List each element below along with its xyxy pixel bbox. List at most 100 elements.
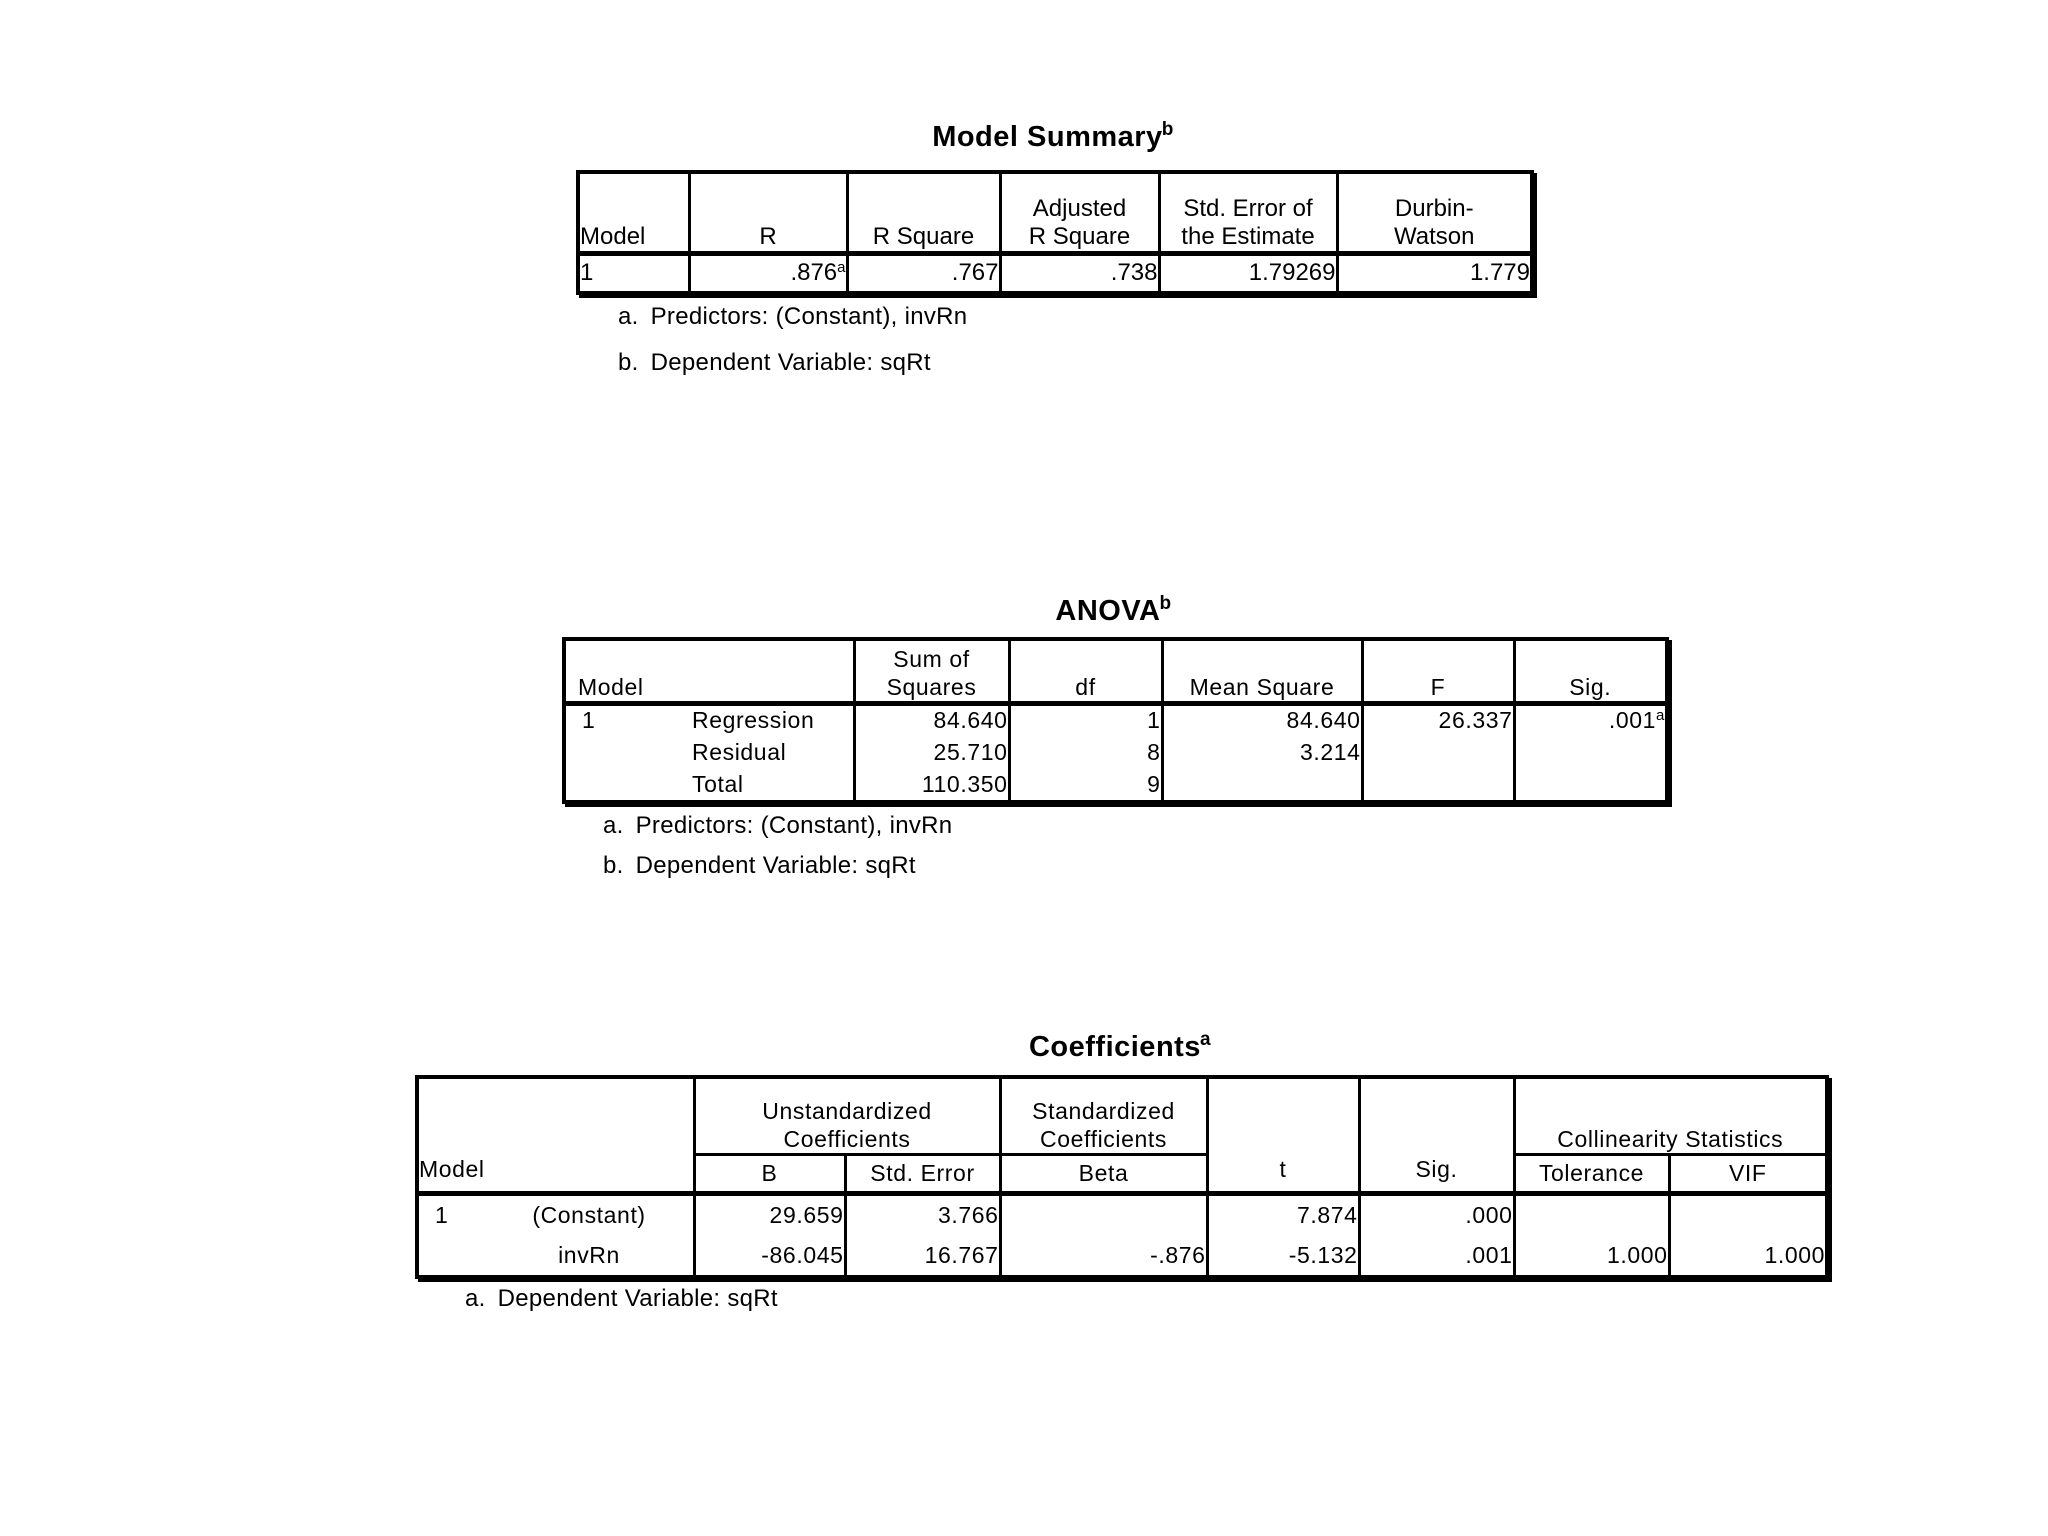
cell-model-number: 1 xyxy=(580,259,594,287)
column-header-sig: Sig. xyxy=(1357,1077,1515,1196)
coefficients-row-invrn: invRn -86.045 16.767 -.876 -5.132 .001 1… xyxy=(417,1235,1828,1277)
footnote-a: a.Dependent Variable: sqRt xyxy=(465,1285,778,1312)
cell-t: -5.132 xyxy=(1205,1235,1360,1277)
cell-mean-square: 3.214 xyxy=(1160,736,1362,769)
cell-beta: -.876 xyxy=(998,1235,1208,1277)
anova-footnotes: a.Predictors: (Constant), invRn b.Depend… xyxy=(603,812,952,880)
footnote-b: b.Dependent Variable: sqRt xyxy=(603,852,916,879)
cell-adjusted-r-square: .738 xyxy=(998,253,1159,293)
cell-row-label: Regression xyxy=(692,707,815,734)
column-header-r-square: R Square xyxy=(845,172,1000,256)
cell-sum-of-squares: 84.640 xyxy=(852,703,1009,736)
cell-vif xyxy=(1667,1193,1828,1235)
cell-row-label: invRn xyxy=(558,1241,620,1268)
footnote-a: a.Predictors: (Constant), invRn xyxy=(603,812,953,839)
cell-tolerance xyxy=(1512,1193,1670,1235)
cell-df: 9 xyxy=(1007,769,1162,802)
cell-model-label: invRn xyxy=(417,1235,694,1277)
column-group-standardized: Standardized Coefficients xyxy=(998,1077,1208,1156)
anova-title-superscript: b xyxy=(1159,593,1172,614)
cell-model-number: 1 xyxy=(582,707,596,734)
anova-title-text: ANOVA xyxy=(1055,595,1161,627)
column-header-df: df xyxy=(1007,639,1162,706)
cell-sig: .001 xyxy=(1357,1235,1515,1277)
column-header-tolerance: Tolerance xyxy=(1512,1154,1670,1196)
cell-f: 26.337 xyxy=(1360,703,1514,736)
column-header-b: B xyxy=(692,1154,845,1196)
model-summary-table: Model R R Square Adjusted R Square Std. … xyxy=(576,170,1534,295)
anova-table: Model Sum of Squares df Mean Square F Si… xyxy=(562,637,1669,804)
column-header-sig: Sig. xyxy=(1512,639,1667,706)
column-header-model: Model xyxy=(578,172,689,256)
column-header-adjusted-r-square: Adjusted R Square xyxy=(998,172,1159,256)
column-header-sum-of-squares: Sum of Squares xyxy=(852,639,1009,706)
footnote-b: b.Dependent Variable: sqRt xyxy=(618,349,931,376)
coefficients-footnotes: a.Dependent Variable: sqRt xyxy=(465,1285,778,1313)
cell-model-number: 1 xyxy=(435,1201,449,1228)
coefficients-header-row-2: B Std. Error Beta Tolerance VIF xyxy=(417,1154,1828,1196)
column-header-std-error: Std. Error of the Estimate xyxy=(1157,172,1337,256)
column-header-vif: VIF xyxy=(1667,1154,1828,1196)
column-header-model: Model xyxy=(417,1077,694,1196)
anova-row-total: Total 110.350 9 xyxy=(564,769,1667,802)
cell-sig: .001a xyxy=(1512,703,1667,736)
cell-r: .876a xyxy=(687,253,847,293)
cell-sum-of-squares: 25.710 xyxy=(852,736,1009,769)
cell-r-superscript: a xyxy=(837,259,846,277)
cell-model-label: Total xyxy=(564,769,854,802)
cell-f xyxy=(1360,736,1514,769)
anova-row-residual: Residual 25.710 8 3.214 xyxy=(564,736,1667,769)
column-header-beta: Beta xyxy=(998,1154,1208,1196)
model-summary-footnotes: a.Predictors: (Constant), invRn b.Depend… xyxy=(618,303,967,377)
coefficients-title: Coefficientsa xyxy=(415,1029,1825,1064)
coefficients-title-superscript: a xyxy=(1199,1029,1212,1050)
model-summary-data-row: 1 .876a .767 .738 1.79269 1.779 xyxy=(578,253,1532,293)
column-header-durbin-watson: Durbin- Watson xyxy=(1335,172,1532,256)
cell-std-error: 3.766 xyxy=(843,1193,1001,1235)
coefficients-table: Model Unstandardized Coefficients Standa… xyxy=(415,1075,1830,1279)
cell-r-square: .767 xyxy=(845,253,1000,293)
column-group-unstandardized: Unstandardized Coefficients xyxy=(692,1077,1001,1156)
cell-df: 8 xyxy=(1007,736,1162,769)
column-header-mean-square: Mean Square xyxy=(1160,639,1362,706)
cell-mean-square xyxy=(1160,769,1362,802)
anova-row-regression: 1 Regression 84.640 1 84.640 26.337 .001a xyxy=(564,703,1667,736)
model-summary-title-text: Model Summary xyxy=(932,121,1163,153)
cell-model-label: 1 Regression xyxy=(564,703,854,736)
cell-row-label: (Constant) xyxy=(532,1201,646,1228)
cell-b: 29.659 xyxy=(692,1193,845,1235)
cell-b: -86.045 xyxy=(692,1235,845,1277)
cell-sig xyxy=(1512,769,1667,802)
cell-sig: .000 xyxy=(1357,1193,1515,1235)
cell-f xyxy=(1360,769,1514,802)
column-header-t: t xyxy=(1205,1077,1360,1196)
cell-row-label: Residual xyxy=(692,739,787,765)
column-header-r: R xyxy=(687,172,847,256)
cell-durbin-watson: 1.779 xyxy=(1335,253,1532,293)
anova-title: ANOVAb xyxy=(562,593,1665,628)
cell-std-error: 1.79269 xyxy=(1157,253,1337,293)
model-summary-title: Model Summaryb xyxy=(576,119,1530,154)
model-summary-title-superscript: b xyxy=(1161,119,1174,140)
cell-sum-of-squares: 110.350 xyxy=(852,769,1009,802)
cell-df: 1 xyxy=(1007,703,1162,736)
coefficients-header-row-1: Model Unstandardized Coefficients Standa… xyxy=(417,1077,1828,1196)
cell-vif: 1.000 xyxy=(1667,1235,1828,1277)
coefficients-row-constant: 1 (Constant) 29.659 3.766 7.874 .000 xyxy=(417,1193,1828,1235)
cell-model-label: Residual xyxy=(564,736,854,769)
column-header-std-error: Std. Error xyxy=(843,1154,1001,1196)
column-header-model: Model xyxy=(564,639,854,706)
column-header-f: F xyxy=(1360,639,1514,706)
cell-tolerance: 1.000 xyxy=(1512,1235,1670,1277)
footnote-a: a.Predictors: (Constant), invRn xyxy=(618,303,968,330)
cell-mean-square: 84.640 xyxy=(1160,703,1362,736)
cell-beta xyxy=(998,1193,1208,1235)
cell-model-label: 1 (Constant) xyxy=(417,1193,694,1235)
cell-row-label: Total xyxy=(692,771,744,797)
cell-sig-superscript: a xyxy=(1656,707,1665,725)
anova-header-row: Model Sum of Squares df Mean Square F Si… xyxy=(564,639,1667,706)
model-summary-header-row: Model R R Square Adjusted R Square Std. … xyxy=(578,172,1532,256)
coefficients-title-text: Coefficients xyxy=(1028,1031,1201,1063)
cell-t: 7.874 xyxy=(1205,1193,1360,1235)
